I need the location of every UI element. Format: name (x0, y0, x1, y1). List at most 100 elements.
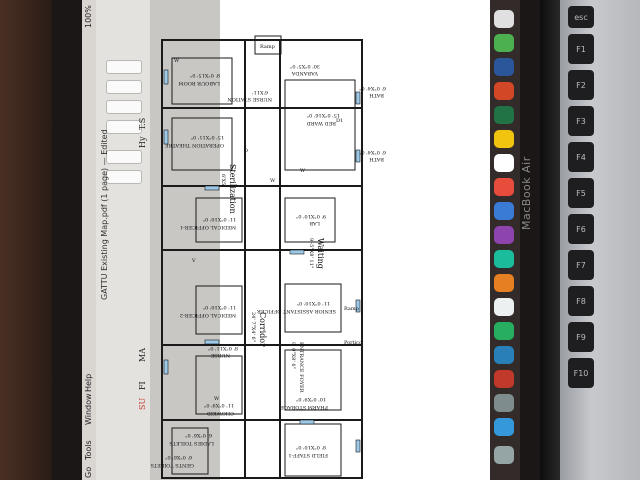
key-f8[interactable]: F8 (568, 286, 594, 316)
label-nurse-station: NURSE STATION (227, 96, 272, 102)
app-icon[interactable] (494, 250, 514, 268)
label-entrance: ENTRANCE FOYER (298, 342, 304, 393)
dim-chowkid: 11' 0"X9' 0" (204, 402, 234, 408)
app-icon[interactable] (494, 10, 514, 28)
app-icon[interactable] (494, 322, 514, 340)
markup-button[interactable] (106, 60, 142, 74)
app-icon[interactable] (494, 178, 514, 196)
dim-operation-theatre: 15' 0"X11' 0" (191, 134, 224, 140)
laptop-hinge (540, 0, 562, 480)
marker-w: W (270, 178, 276, 184)
dim-corridor: 24' 7"X4' 6" (250, 312, 256, 342)
dim-medical-officer-1: 11' 0"X10' 0" (203, 216, 236, 222)
label-labour-room: LABOUR ROOM (179, 80, 220, 86)
label-bath-2: BATH (369, 156, 384, 162)
lab-box (284, 197, 336, 243)
toilets-box (171, 427, 209, 475)
label-porch: Portico (344, 340, 362, 346)
dim-waiting: 9'-5"X8' 11" (308, 238, 314, 268)
key-esc[interactable]: esc (568, 6, 594, 28)
pen-tool-button[interactable] (106, 150, 142, 164)
key-f5[interactable]: F5 (568, 178, 594, 208)
label-corridor: Corridor (258, 312, 267, 347)
app-icon[interactable] (494, 394, 514, 412)
label-waiting: Waiting (316, 238, 325, 269)
window-glass (355, 439, 361, 453)
dim-bath-2: 6' 0"X4' 0" (359, 149, 386, 155)
key-f9[interactable]: F9 (568, 322, 594, 352)
operation-theatre-box (171, 117, 233, 171)
label-ladies-toilets: LADIES TOILETS (169, 440, 214, 446)
trash-icon[interactable] (494, 446, 514, 464)
senior-assistant-box (284, 283, 342, 333)
app-icon[interactable] (494, 34, 514, 52)
label-ramp-mid: Ramp (344, 306, 359, 312)
medical-officer2-box (195, 285, 243, 335)
key-f2[interactable]: F2 (568, 70, 594, 100)
outer-wall (161, 39, 363, 479)
rotate-button[interactable] (106, 80, 142, 94)
window-glass (204, 339, 220, 345)
dim-entrance: 9' 0"X8' 6" (290, 342, 296, 369)
marker-v: V (191, 258, 196, 264)
key-f1[interactable]: F1 (568, 34, 594, 64)
dim-field-staff: 8' 0"X10' 0" (296, 444, 326, 450)
window-glass (163, 129, 169, 145)
label-senior-assistant: SENIOR ASSISTANT OFFICER (257, 308, 336, 314)
search-button[interactable] (106, 120, 142, 134)
key-f3[interactable]: F3 (568, 106, 594, 136)
menu-bar: Go Tools Window Help 100% (82, 0, 96, 480)
label-nurse: NURSE (210, 352, 230, 358)
window-glass (299, 419, 315, 425)
side-label-hy: Hy (138, 136, 147, 149)
red-ward-box (284, 79, 356, 171)
key-f6[interactable]: F6 (568, 214, 594, 244)
app-icon[interactable] (494, 58, 514, 76)
dim-pharm: 10' 0"X9' 0" (296, 396, 326, 402)
medical-officer1-box (195, 197, 243, 243)
dim-senior-assistant: 11' 0"X10' 0" (297, 300, 330, 306)
labour-room-box (171, 57, 233, 105)
shape-tool-button[interactable] (106, 170, 142, 184)
app-icon[interactable] (494, 418, 514, 436)
app-icon[interactable] (494, 202, 514, 220)
laptop-brand: MacBook Air (520, 156, 533, 230)
dim-medical-officer-2: 11' 0"X10' 0" (203, 304, 236, 310)
share-button[interactable] (106, 100, 142, 114)
key-f4[interactable]: F4 (568, 142, 594, 172)
laptop-keyboard-deck: esc F1 F2 F3 F4 F5 F6 F7 F8 F9 F10 (560, 0, 640, 480)
marker-w: W (300, 168, 306, 174)
label-gents-toilets: GENTS TOILETS (150, 462, 194, 468)
label-red-ward: RED WARD (307, 120, 336, 126)
label-chowkid: CHOWKID (207, 410, 234, 416)
marker-w: W (174, 58, 180, 64)
app-icon[interactable] (494, 370, 514, 388)
label-pharm: PHARM STORAGE (280, 404, 328, 410)
label-varanda: VARANDA (291, 70, 319, 76)
laptop-screen: Go Tools Window Help 100% GATTU Existing… (82, 0, 490, 480)
dim-lab: 9' 0"X10' 0" (296, 213, 326, 219)
dim-nurse-station: 6'X11' (252, 89, 268, 95)
window-glass (204, 185, 220, 191)
app-icon[interactable] (494, 298, 514, 316)
app-icon[interactable] (494, 82, 514, 100)
app-icon[interactable] (494, 274, 514, 292)
dim-labour-room: 8' 0"X15' 0" (190, 72, 220, 78)
app-icon[interactable] (494, 346, 514, 364)
label-bath-1: BATH (369, 92, 384, 98)
key-f10[interactable]: F10 (568, 358, 594, 388)
app-icon[interactable] (494, 154, 514, 172)
background-wall (0, 0, 52, 480)
window-glass (355, 149, 361, 163)
label-field-staff: FIELD STAFF-1 (288, 452, 328, 458)
app-icon[interactable] (494, 106, 514, 124)
app-icon[interactable] (494, 130, 514, 148)
label-ramp-top: Ramp (260, 44, 275, 50)
marker-w: W (214, 396, 220, 402)
app-icon[interactable] (494, 226, 514, 244)
window-glass (355, 91, 361, 105)
dock (490, 0, 520, 480)
dim-ladies-toilets: 6' 0"X6' 0" (185, 432, 212, 438)
key-f7[interactable]: F7 (568, 250, 594, 280)
